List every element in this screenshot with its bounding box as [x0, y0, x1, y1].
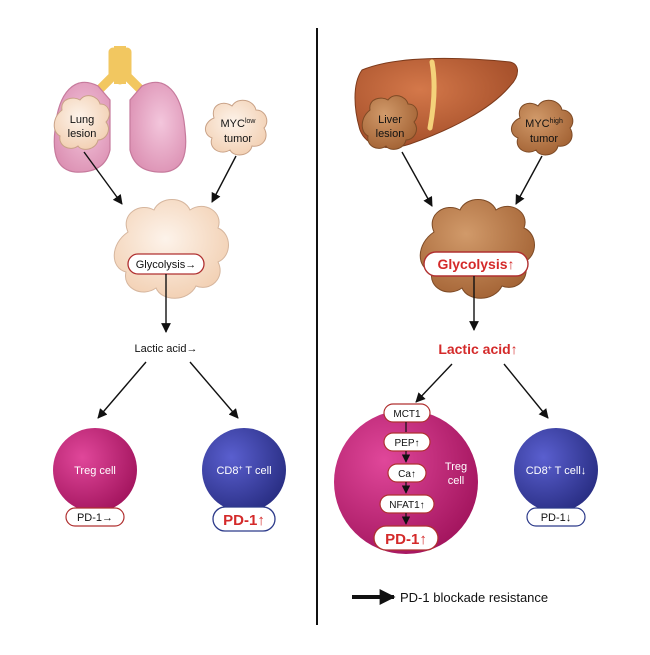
myc-high-label: MYChigh — [525, 118, 563, 130]
myc-low-tumor-cloud — [205, 99, 268, 156]
right-glycolysis-box — [423, 251, 529, 277]
arrow-lung-to-tumor — [83, 151, 123, 205]
left-cd8-cell — [202, 428, 286, 512]
right-cd8-pd1-box — [526, 507, 586, 527]
lung-lesion-cloud — [53, 95, 110, 150]
left-cd8-pd1-box — [212, 506, 276, 532]
lung-lesion-label-line1: Lung — [70, 114, 94, 126]
mct1-label: MCT1 — [393, 409, 421, 420]
arrow-right-lactic-to-cd8 — [503, 363, 549, 419]
myc-high-tumor-cloud — [511, 99, 574, 156]
right-treg-pd1-box — [373, 525, 439, 551]
lung-lesion-label-line2: lesion — [68, 128, 97, 140]
right-glycolysis-label: Glycolysis↑ — [437, 256, 514, 272]
ca-box — [387, 463, 427, 483]
left-treg-pd1-box — [65, 507, 125, 527]
ca-label: Ca↑ — [398, 469, 416, 480]
pep-box — [383, 432, 431, 452]
arrow-myc-high-to-tumor — [515, 155, 543, 205]
myc-low-label-line2: tumor — [224, 133, 252, 145]
right-cd8-cell — [514, 428, 598, 512]
arrow-left-lactic-to-treg — [97, 361, 147, 419]
right-cd8-pd1-label: PD-1↓ — [541, 512, 572, 524]
liver-lesion-cloud — [361, 95, 418, 150]
left-treg-pd1-label: PD-1→ — [77, 512, 113, 524]
right-lactic-acid-label: Lactic acid↑ — [438, 341, 517, 357]
mct1-box — [383, 403, 431, 423]
left-cd8-label: CD8+ T cell — [216, 465, 271, 477]
arrow-myc-low-to-tumor — [211, 155, 237, 203]
myc-high-label-line2: tumor — [530, 133, 558, 145]
arrow-right-lactic-to-treg — [415, 363, 453, 403]
nfat1-box — [379, 494, 435, 514]
liver-lesion-label-line2: lesion — [376, 128, 405, 140]
legend-label: PD-1 blockade resistance — [400, 590, 548, 605]
arrow-liver-to-tumor — [401, 151, 433, 207]
pep-label: PEP↑ — [394, 438, 419, 449]
right-tumor-cloud — [419, 199, 535, 299]
right-treg-label-line1: Treg — [445, 461, 467, 473]
left-treg-cell — [53, 428, 137, 512]
left-glycolysis-label: Glycolysis→ — [136, 259, 197, 271]
myc-low-label: MYClow — [221, 118, 257, 130]
left-lactic-acid-label: Lactic acid→ — [135, 343, 198, 355]
arrow-left-lactic-to-cd8 — [189, 361, 239, 419]
right-cd8-label: CD8+ T cell↓ — [526, 465, 587, 477]
liver-lesion-label-line1: Liver — [378, 114, 402, 126]
left-cd8-pd1-label: PD-1↑ — [223, 512, 265, 529]
nfat1-label: NFAT1↑ — [389, 500, 424, 511]
right-treg-label-line2: cell — [448, 475, 465, 487]
right-treg-pd1-label: PD-1↑ — [385, 531, 427, 548]
left-treg-label: Treg cell — [74, 465, 116, 477]
left-tumor-cloud — [113, 199, 229, 299]
